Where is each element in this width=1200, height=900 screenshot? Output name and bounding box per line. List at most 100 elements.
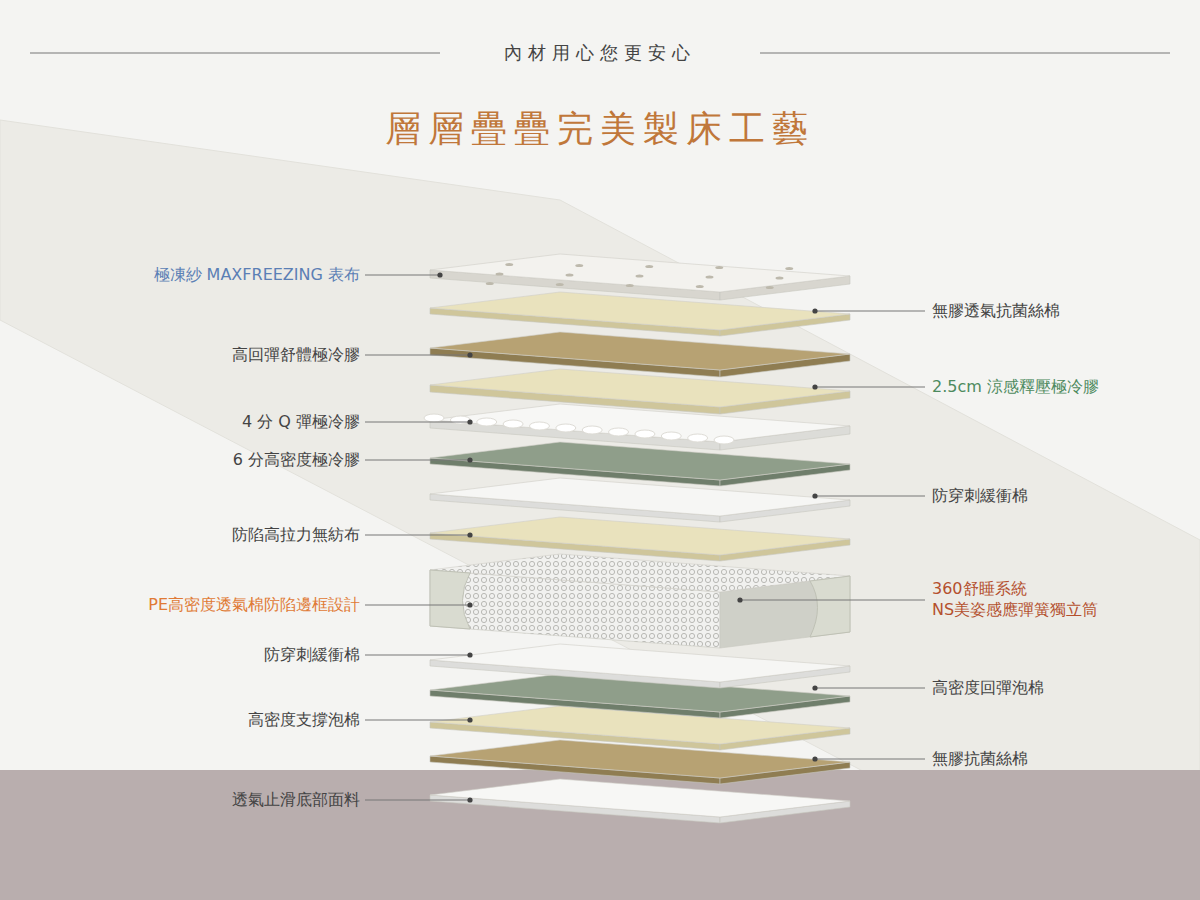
foam-bump [582, 426, 602, 434]
quilt-tuft [486, 282, 494, 285]
foam-bump [529, 422, 549, 430]
mattress-layer [424, 404, 850, 450]
mattress-layer [430, 369, 850, 414]
leader-line [815, 496, 925, 497]
quilt-tuft [636, 274, 644, 277]
layer-top [430, 517, 850, 555]
leader-dot [467, 419, 472, 424]
mattress-backdrop [0, 120, 1200, 780]
leader-line [365, 422, 470, 423]
leader-line [815, 387, 925, 388]
callout-label: PE高密度透氣棉防陷邊框設計 [148, 595, 360, 616]
leader-line [365, 655, 470, 656]
callout-label: 360舒睡系統 NS美姿感應彈簧獨立筒 [932, 579, 1172, 621]
quilt-tuft [626, 284, 634, 287]
quilt-tuft [556, 283, 564, 286]
leader-line [365, 275, 440, 276]
edge-frame [430, 570, 470, 629]
mattress-layer [430, 478, 850, 522]
quilt-tuft [766, 286, 774, 289]
quilt-tuft [496, 272, 504, 275]
leader-line [365, 605, 470, 606]
quilt-tuft [696, 285, 704, 288]
foam-bump [477, 418, 497, 426]
mattress-layer [430, 517, 850, 561]
leader-line [815, 688, 925, 689]
mattress-layer [430, 779, 850, 823]
title: 層層疊疊完美製床工藝 [0, 106, 1200, 153]
mattress-layer [430, 706, 850, 750]
mattress-layer [430, 292, 850, 336]
callout-label: 防陷高拉力無紡布 [232, 525, 360, 546]
callout-label: 高密度支撐泡棉 [248, 710, 360, 731]
quilt-tuft [505, 263, 513, 266]
mattress-layer [430, 254, 850, 300]
foam-bump [635, 430, 655, 438]
header-rule [760, 52, 1170, 53]
foam-bump [556, 424, 576, 432]
quilt-tuft [575, 264, 583, 267]
layer-top [430, 779, 850, 817]
leader-line [740, 600, 925, 601]
leader-dot [467, 532, 472, 537]
layer-top [430, 740, 850, 778]
layer-top [430, 369, 850, 407]
leader-line [365, 460, 470, 461]
leader-dot [812, 756, 817, 761]
foam-bump [609, 428, 629, 436]
callout-label: 無膠抗菌絲棉 [932, 749, 1028, 770]
edge-frame [810, 576, 850, 637]
layer-top [430, 292, 850, 330]
callout-label: 透氣止滑底部面料 [232, 790, 360, 811]
leader-dot [467, 717, 472, 722]
leader-dot [437, 272, 442, 277]
foam-bump [688, 434, 708, 442]
callout-label: 極凍紗 MAXFREEZING 表布 [154, 265, 360, 286]
layer-top [430, 644, 850, 682]
foam-bump [450, 416, 470, 424]
layer-stack [424, 254, 850, 823]
leader-line [365, 535, 470, 536]
leader-line [815, 311, 925, 312]
header-rule [30, 52, 440, 53]
leader-dot [737, 597, 742, 602]
foam-bump [503, 420, 523, 428]
leader-dot [467, 457, 472, 462]
leader-dot [812, 493, 817, 498]
callout-label: 4 分 Q 彈極冷膠 [242, 412, 360, 433]
subtitle: 內材用心您更安心 [0, 41, 1200, 64]
leader-dot [467, 352, 472, 357]
layer-top [430, 554, 850, 592]
quilt-tuft [566, 273, 574, 276]
layer-top [430, 404, 850, 442]
foam-bump [714, 436, 734, 444]
leader-line [365, 720, 470, 721]
callout-label: 2.5cm 涼感釋壓極冷膠 [932, 377, 1099, 398]
leader-dot [467, 797, 472, 802]
layer-top [430, 332, 850, 370]
callout-label: 高回彈舒體極冷膠 [232, 345, 360, 366]
leader-line [365, 355, 470, 356]
mattress-layer [430, 644, 850, 688]
callout-label: 6 分高密度極冷膠 [233, 450, 360, 471]
leader-dot [467, 602, 472, 607]
mattress-layer [430, 442, 850, 486]
mattress-layer [430, 332, 850, 377]
layer-top [430, 478, 850, 516]
foam-bump [661, 432, 681, 440]
quilt-tuft [645, 265, 653, 268]
leader-lines [365, 272, 925, 802]
leader-line [365, 800, 470, 801]
layer-top [430, 442, 850, 480]
leader-dot [812, 685, 817, 690]
leader-dot [812, 308, 817, 313]
quilt-tuft [776, 276, 784, 279]
callout-label: 防穿刺緩衝棉 [264, 645, 360, 666]
leader-line [815, 759, 925, 760]
quilt-tuft [785, 267, 793, 270]
mattress-layer [430, 554, 850, 648]
layer-top [430, 254, 850, 292]
quilt-tuft [715, 266, 723, 269]
callout-label: 防穿刺緩衝棉 [932, 486, 1028, 507]
callout-label: 無膠透氣抗菌絲棉 [932, 301, 1060, 322]
